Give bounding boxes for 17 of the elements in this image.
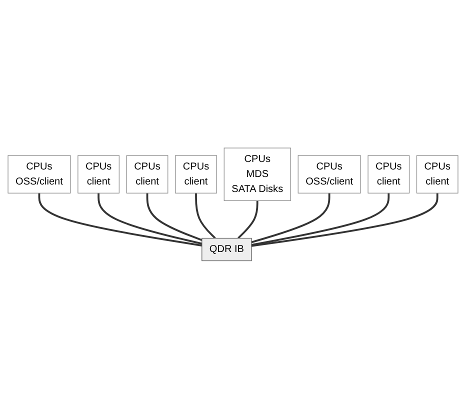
connector bbox=[251, 193, 330, 244]
connector bbox=[38, 193, 202, 247]
node-box: CPUs OSS/client bbox=[8, 155, 71, 194]
node-box: CPUs client bbox=[416, 155, 458, 194]
node-box: CPUs client bbox=[78, 155, 120, 194]
connector bbox=[98, 193, 202, 245]
node-box: QDR IB bbox=[202, 238, 252, 262]
connector bbox=[238, 200, 258, 239]
connector bbox=[251, 193, 390, 246]
node-box: CPUs client bbox=[368, 155, 410, 194]
node-box: CPUs MDS SATA Disks bbox=[224, 148, 291, 202]
node-box: CPUs client bbox=[126, 155, 168, 194]
node-box: CPUs OSS/client bbox=[298, 155, 361, 194]
connector bbox=[195, 193, 216, 239]
node-box: CPUs client bbox=[175, 155, 217, 194]
connector bbox=[251, 193, 438, 247]
connector bbox=[146, 193, 202, 242]
